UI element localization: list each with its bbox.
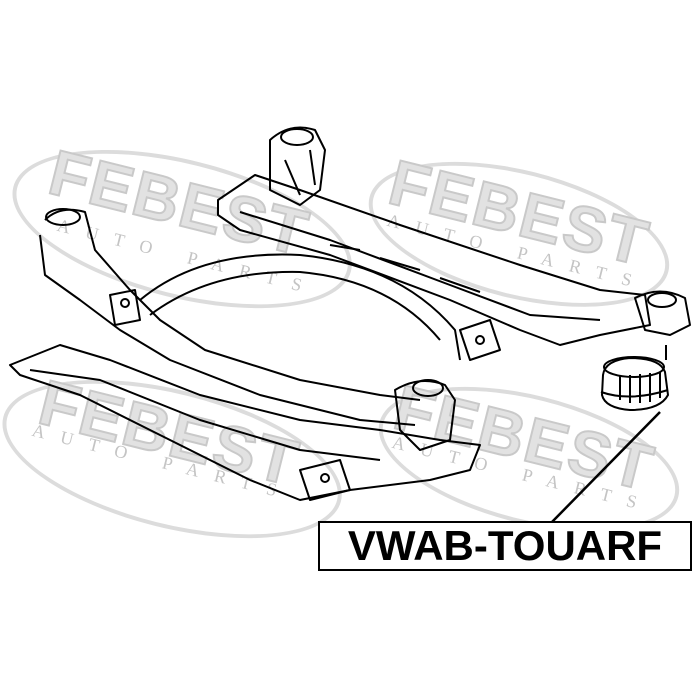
subframe <box>9 126 691 501</box>
bushing-part <box>600 345 669 411</box>
part-number-label: VWAB-TOUARF <box>318 521 692 571</box>
leader-line <box>551 411 661 523</box>
